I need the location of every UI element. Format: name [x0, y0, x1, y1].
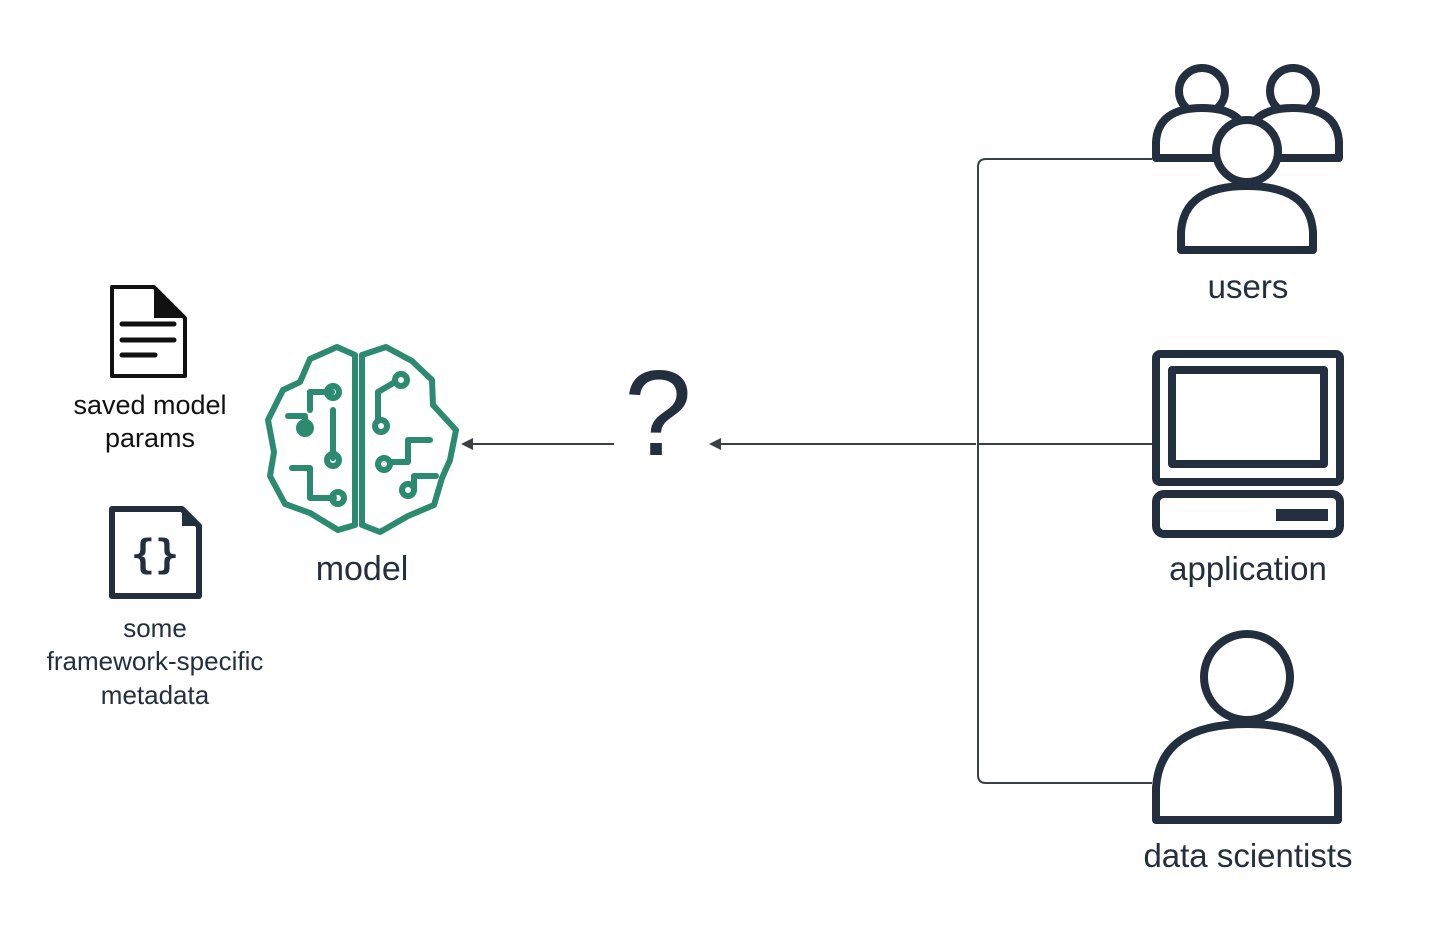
- svg-text:{}: {}: [131, 532, 179, 578]
- brain-circuit-icon: [265, 344, 459, 535]
- computer-icon: [1152, 350, 1344, 538]
- data-scientists-label: data scientists: [1143, 837, 1353, 874]
- json-file-icon: {}: [109, 506, 202, 599]
- model-label: model: [315, 550, 409, 588]
- unknown-connector: ?: [624, 345, 692, 481]
- person-icon: [1152, 630, 1342, 824]
- saved-params-label: saved model params: [73, 390, 227, 453]
- consumer-bracket: [977, 158, 1152, 784]
- document-icon: [110, 285, 187, 378]
- users-group-icon: [1152, 64, 1343, 254]
- application-label: application: [1169, 550, 1327, 587]
- users-label: users: [1207, 268, 1289, 305]
- metadata-label: some framework-specific metadata: [46, 613, 264, 710]
